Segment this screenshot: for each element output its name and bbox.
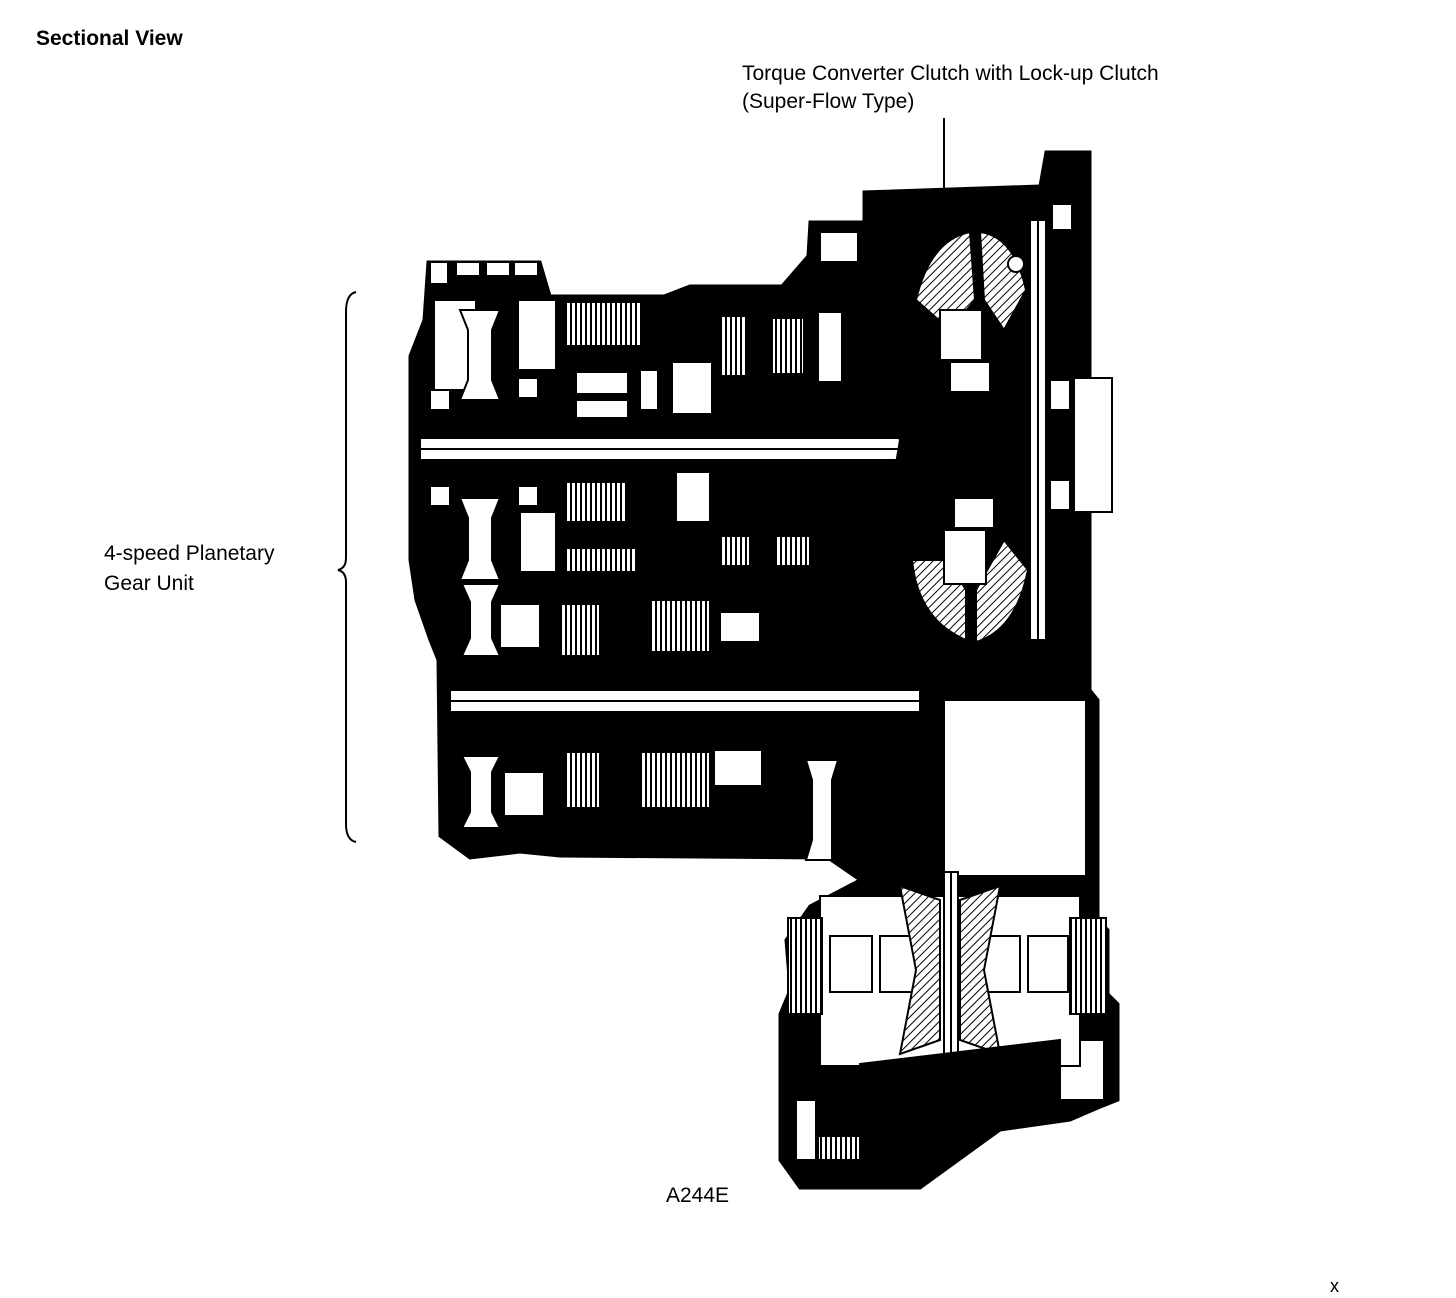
planetary-gear-bracket — [337, 291, 357, 843]
planetary-gear-label-line1: 4-speed Planetary — [104, 542, 275, 565]
model-code-label: A244E — [666, 1184, 730, 1207]
torque-converter — [878, 198, 1113, 681]
stator-lower — [943, 529, 987, 585]
side-gear-right — [959, 884, 1002, 1056]
corner-mark: x — [1330, 1276, 1339, 1296]
page-title: Sectional View — [36, 27, 183, 50]
torque-converter-label-line1: Torque Converter Clutch with Lock-up Clu… — [742, 62, 1159, 85]
differential — [787, 871, 1107, 1161]
stator-upper — [939, 309, 983, 361]
axle-seal-right — [1069, 917, 1107, 1015]
ring-gear — [858, 1038, 1061, 1121]
cutaway-cavities — [429, 299, 1105, 1161]
planetary-gear-sets — [458, 309, 840, 861]
turbine-upper — [914, 230, 977, 332]
impeller-lower — [975, 538, 1030, 644]
planetary-gear-label-line2: Gear Unit — [104, 572, 194, 595]
converter-bolt — [1007, 255, 1025, 273]
torque-converter-label-line2: (Super-Flow Type) — [742, 90, 915, 113]
case-bolts — [429, 203, 1073, 285]
converter-hub — [1073, 377, 1113, 513]
axle-seal-left — [787, 917, 823, 1015]
intermediate-shaft — [449, 721, 911, 737]
side-gear-left — [898, 884, 941, 1056]
